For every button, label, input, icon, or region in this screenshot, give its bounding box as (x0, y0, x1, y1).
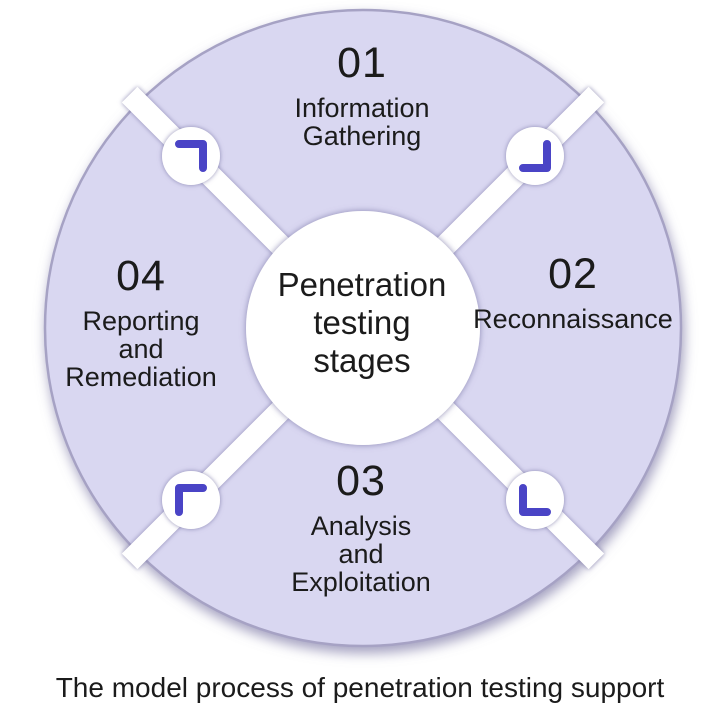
center-circle (246, 211, 480, 445)
stage-01-number: 01 (337, 39, 387, 87)
corner-bracket-top-right-icon (175, 140, 207, 172)
stage-04-reporting-remediation: 04 Reporting and Remediation (31, 253, 251, 391)
diagram-center-title: Penetration testing stages (277, 266, 447, 379)
stage-03-analysis-exploitation: 03 Analysis and Exploitation (211, 458, 511, 596)
stage-02-title: Reconnaissance (473, 304, 673, 334)
node-top-right (506, 127, 564, 185)
diagram-caption: The model process of penetration testing… (55, 672, 665, 703)
stage-01-information-gathering: 01 Information Gathering (212, 40, 512, 150)
node-bottom-right (506, 471, 564, 529)
corner-bracket-top-left-icon (175, 484, 207, 516)
stage-01-title: Information Gathering (294, 93, 430, 151)
stage-02-reconnaissance: 02 Reconnaissance (443, 251, 703, 333)
stage-03-number: 03 (336, 457, 386, 505)
stage-04-title: Reporting and Remediation (65, 306, 217, 392)
corner-bracket-bottom-right-icon (519, 140, 551, 172)
stage-04-number: 04 (116, 252, 166, 300)
node-icons (175, 140, 551, 516)
stage-03-title: Analysis and Exploitation (291, 511, 431, 597)
corner-bracket-bottom-left-icon (519, 484, 551, 516)
stage-02-number: 02 (548, 250, 598, 298)
